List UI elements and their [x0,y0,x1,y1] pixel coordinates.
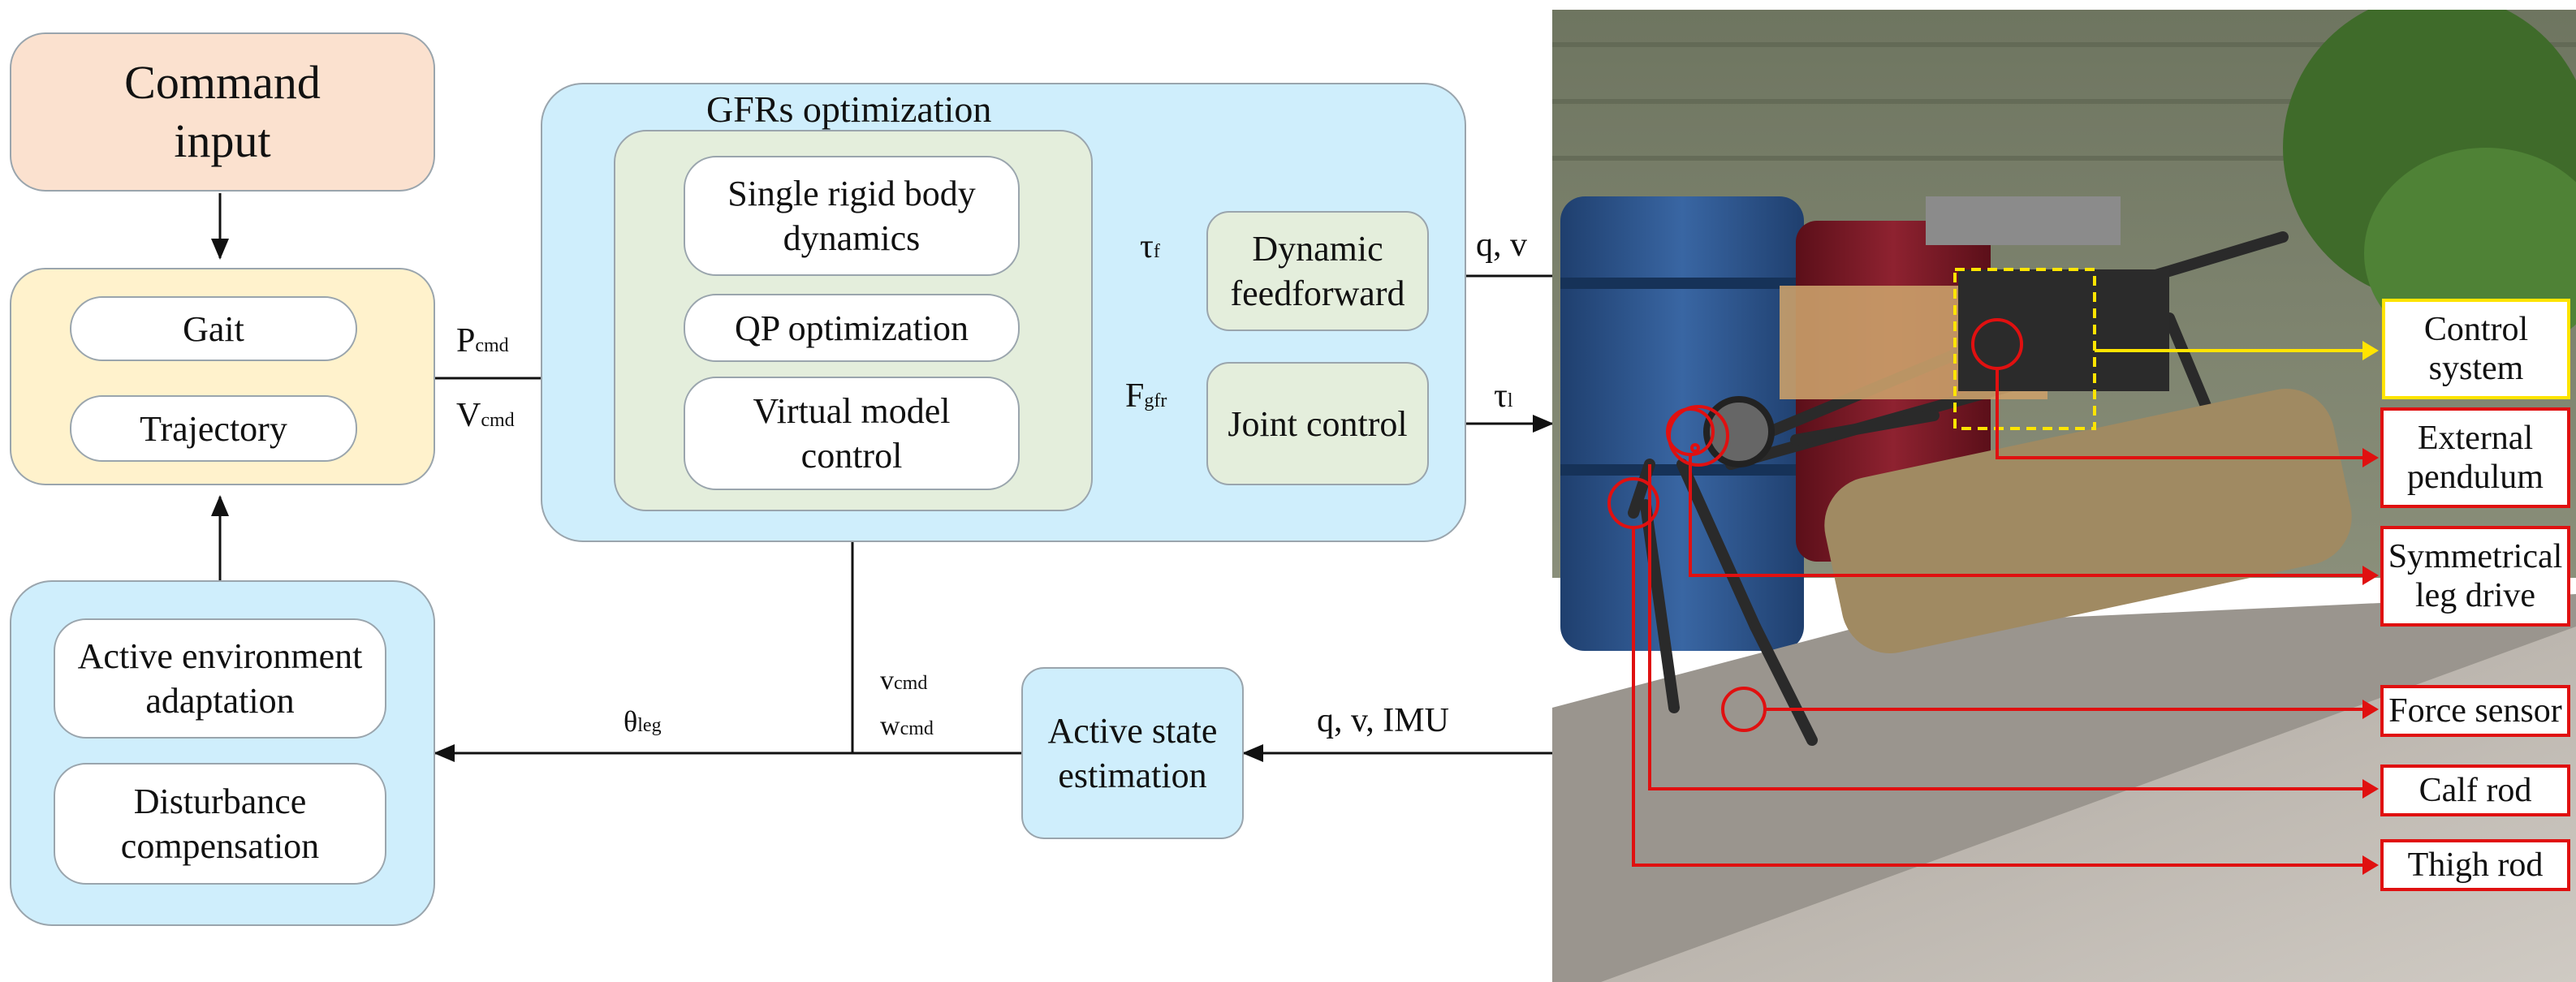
vmc-box: Virtual model control [684,377,1020,490]
command-input-label: Command input [124,55,321,168]
joint-control-label: Joint control [1228,403,1408,444]
leg-drive-joint-marker [1668,405,1729,467]
command-input-box: Command input [10,32,435,192]
theta-leg-label: θleg [624,705,662,738]
gait-box: Gait [70,296,357,361]
disturbance-box: Disturbance compensation [54,763,386,885]
callout-thigh-rod: Thigh rod [2380,839,2570,891]
force-sensor-marker [1721,687,1767,732]
srbd-label: Single rigid body dynamics [727,174,976,258]
gait-label: Gait [183,308,244,349]
symmetrical-leg-drive-marker [1666,407,1715,456]
f-gfr-label: Fgfr [1125,377,1167,415]
disturbance-label: Disturbance compensation [120,782,320,866]
callout-calf-rod: Calf rod [2380,764,2570,816]
srbd-box: Single rigid body dynamics [684,156,1020,276]
control-system-marker [1953,268,2096,430]
active-state-estimation-label: Active state estimation [1047,711,1218,795]
external-pendulum-marker [1971,318,2023,370]
wcmd-label: wcmd [880,711,934,741]
qp-box: QP optimization [684,294,1020,362]
trajectory-box: Trajectory [70,395,357,462]
callout-external-pendulum: External pendulum [2380,407,2570,508]
tau-l-label: τl [1494,377,1513,415]
tau-f-label: τf [1140,228,1160,265]
line-external-pendulum [1996,368,2364,459]
joint-control-box: Joint control [1206,362,1429,485]
trajectory-label: Trajectory [140,408,287,449]
robot-photo: Control system External pendulum Symmetr… [1552,10,2576,982]
active-state-estimation-box: Active state estimation [1021,667,1244,839]
line-calf-rod [1648,464,2364,790]
vmc-label: Virtual model control [753,391,951,476]
qv-imu-label: q, v, IMU [1317,702,1449,739]
line-thigh-rod [1632,528,2364,867]
qv-label: q, v [1476,226,1527,264]
callout-force-sensor: Force sensor [2380,685,2570,737]
pcmd-label: Pcmd [456,322,509,360]
qp-label: QP optimization [734,308,969,348]
dynamic-feedforward-box: Dynamic feedforward [1206,211,1429,331]
callout-lines [1607,268,2379,875]
calf-rod-marker [1690,443,1700,453]
active-environment-label: Active environment adaptation [77,636,363,721]
callout-symmetrical-leg-drive: Symmetrical leg drive [2380,526,2570,627]
gfr-title: GFRs optimization [706,88,992,130]
active-environment-box: Active environment adaptation [54,618,386,739]
line-symmetrical-leg-drive [1689,454,2364,577]
vcmd-lower-label: vcmd [880,665,928,696]
dynamic-feedforward-label: Dynamic feedforward [1230,229,1405,313]
callout-control-system: Control system [2382,299,2570,399]
vcmd-upper-label: Vcmd [456,397,515,434]
